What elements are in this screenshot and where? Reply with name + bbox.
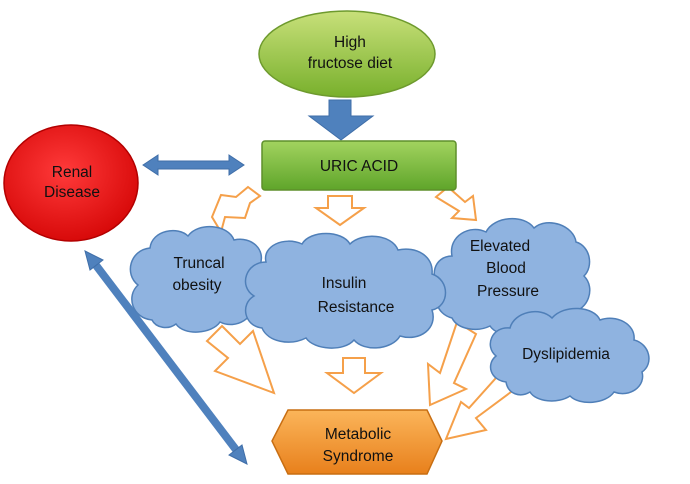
bp-line-2: Blood (486, 260, 526, 277)
arrow-truncal-to-metabolic (205, 324, 276, 395)
node-dyslipidemia: Dyslipidemia (489, 307, 650, 404)
node-renal-disease: Renal Disease (3, 124, 139, 242)
insulin-line-1: Insulin (322, 275, 367, 292)
arrow-uric-to-insulin (312, 195, 368, 227)
node-uric-acid: URIC ACID (261, 140, 457, 191)
diet-line-1: High (334, 34, 366, 51)
bp-line-1: Elevated (470, 238, 530, 255)
metabolic-line-1: Metabolic (325, 426, 392, 443)
truncal-line-1: Truncal (173, 255, 224, 272)
arrow-insulin-to-metabolic (323, 357, 385, 395)
arrow-diet-to-uric (307, 99, 375, 141)
insulin-line-2: Resistance (318, 299, 395, 316)
renal-line-2: Disease (44, 184, 100, 201)
uric-acid-label: URIC ACID (320, 158, 398, 175)
metabolic-line-2: Syndrome (323, 448, 394, 465)
arrow-bp-to-metabolic (426, 320, 478, 407)
arrow-uric-to-truncal (210, 185, 262, 235)
arrow-uric-to-bp (434, 185, 478, 222)
arrow-renal-uric-bidirectional (142, 154, 245, 176)
truncal-line-2: obesity (172, 277, 221, 294)
node-high-fructose-diet: High fructose diet (258, 10, 436, 98)
node-truncal-obesity: Truncal obesity (129, 225, 270, 333)
bp-line-3: Pressure (477, 283, 539, 300)
node-insulin-resistance: Insulin Resistance (244, 232, 447, 349)
renal-line-1: Renal (52, 164, 93, 181)
node-elevated-blood-pressure: Elevated Blood Pressure (433, 217, 591, 336)
dyslipidemia-label: Dyslipidemia (522, 346, 610, 363)
diet-line-2: fructose diet (308, 55, 393, 72)
node-metabolic-syndrome: Metabolic Syndrome (271, 409, 443, 475)
arrow-renal-metabolic-bidirectional (84, 250, 104, 271)
